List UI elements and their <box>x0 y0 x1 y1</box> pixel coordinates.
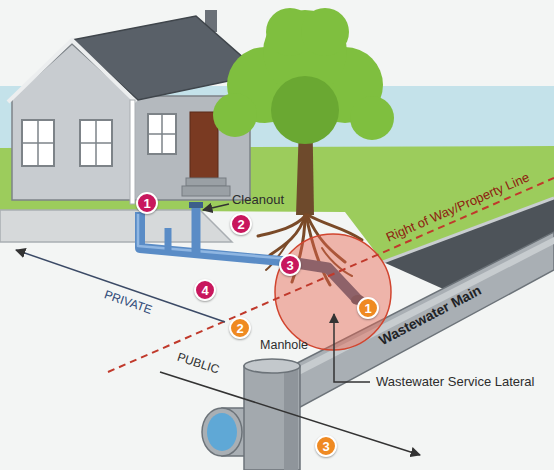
window-mullion <box>80 142 112 144</box>
door <box>190 112 218 178</box>
property-line <box>108 178 554 372</box>
callout-number: 1 <box>136 192 158 214</box>
private-arrow <box>16 250 225 322</box>
part-label: Wastewater Service Lateral <box>376 375 534 390</box>
manhole-shaft <box>244 366 300 470</box>
cleanout-cap <box>189 202 203 208</box>
leaf-cluster <box>350 96 394 140</box>
problem-highlight <box>275 234 391 350</box>
window-mullion <box>22 142 54 144</box>
leaf-cluster <box>213 93 257 137</box>
callout-number: 4 <box>194 279 216 301</box>
step <box>182 186 230 196</box>
wastewater-main-pipe <box>262 232 554 418</box>
zone-label: PRIVATE <box>102 288 153 317</box>
outlet-water <box>207 413 237 451</box>
tree-canopy <box>213 8 394 144</box>
window <box>148 114 176 154</box>
window <box>80 120 112 166</box>
manhole-cover <box>244 359 300 373</box>
part-label: Cleanout <box>232 193 284 208</box>
manhole-shade <box>284 366 298 470</box>
window-mullion <box>148 133 176 135</box>
root <box>258 215 306 236</box>
leaf-cluster <box>301 8 349 56</box>
pipe-highlight <box>138 214 290 259</box>
zone-label: PUBLIC <box>175 351 221 378</box>
private-pipe <box>140 212 292 262</box>
leaf-cluster <box>271 76 339 144</box>
part-label: Manhole <box>260 338 308 352</box>
lateral-leader <box>334 314 370 382</box>
step <box>186 178 226 186</box>
callout-number: 1 <box>357 297 379 319</box>
downspout <box>130 100 135 204</box>
vent-stub <box>165 228 172 251</box>
window <box>22 120 54 166</box>
callout-number: 3 <box>279 254 301 276</box>
callout-number: 2 <box>229 317 251 339</box>
pipe-label: Wastewater Main <box>376 282 484 348</box>
fascia <box>8 40 136 102</box>
windows <box>22 114 176 166</box>
outlet-pipe-end <box>202 408 242 456</box>
cleanout-leader <box>203 204 229 210</box>
cleanout-pipe <box>192 206 201 254</box>
boundary-label: Right of Way/Property Line <box>384 170 532 245</box>
callout-number: 3 <box>315 435 337 457</box>
callout-number: 2 <box>230 213 252 235</box>
